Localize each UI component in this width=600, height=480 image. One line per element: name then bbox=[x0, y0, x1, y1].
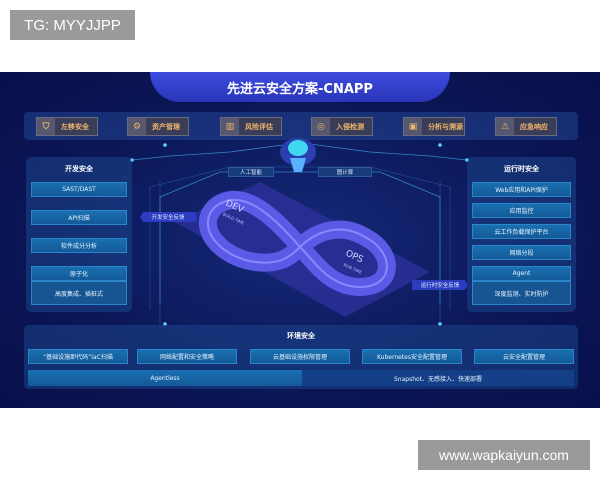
capability-intrusion-detection[interactable]: ◎ 入侵检测 bbox=[311, 117, 373, 136]
env-item[interactable]: Kubernetes安全配置管理 bbox=[362, 349, 462, 364]
panel-title: 环境安全 bbox=[287, 332, 315, 340]
runtime-item[interactable]: 深度监测、实时防护 bbox=[472, 281, 571, 305]
dev-item[interactable]: API扫描 bbox=[31, 210, 127, 225]
watermark-bottom-right: www.wapkaiyun.com bbox=[418, 440, 590, 470]
ai-label: 人工智能 bbox=[228, 167, 274, 177]
capability-label: 应急响应 bbox=[520, 122, 548, 131]
runtime-security-panel: 运行时安全 Web应用和API保护 应用监控 云工作负载保护平台 网络分段 Ag… bbox=[467, 157, 576, 312]
ops-feedback-tag: 运行时安全反馈 bbox=[412, 280, 468, 290]
devops-infinity-loop bbox=[198, 190, 396, 296]
runtime-item[interactable]: 应用监控 bbox=[472, 203, 571, 218]
env-item[interactable]: 网络配置和安全策略 bbox=[137, 349, 237, 364]
connector-lines bbox=[130, 138, 469, 326]
watermark-top-left: TG: MYYJJPP bbox=[10, 10, 135, 40]
runtime-item[interactable]: Agent bbox=[472, 266, 571, 281]
capability-shift-left[interactable]: ⛉ 左移安全 bbox=[36, 117, 98, 136]
dev-feedback-tag: 开发安全反馈 bbox=[140, 212, 196, 222]
capability-label: 左移安全 bbox=[61, 122, 89, 131]
shield-arrow-icon: ⛉ bbox=[37, 118, 55, 135]
ai-brain-icon bbox=[288, 140, 308, 156]
gear-icon: ⚙ bbox=[128, 118, 146, 135]
snapshot-bar[interactable]: Snapshot、无感接入、快速部署 bbox=[302, 370, 574, 386]
monitor-icon: ▣ bbox=[404, 118, 422, 135]
agentless-bar[interactable]: Agentless bbox=[28, 370, 302, 386]
panel-title: 运行时安全 bbox=[504, 165, 539, 173]
env-item[interactable]: 云基础设施权限管理 bbox=[250, 349, 350, 364]
capability-label: 风险评估 bbox=[245, 122, 273, 131]
panel-title: 开发安全 bbox=[65, 165, 93, 173]
capability-asset-management[interactable]: ⚙ 资产管理 bbox=[127, 117, 189, 136]
capability-label: 入侵检测 bbox=[336, 122, 364, 131]
alarm-icon: ⚠ bbox=[496, 118, 514, 135]
page-title: 先进云安全方案-CNAPP bbox=[150, 72, 450, 102]
chart-icon: ▥ bbox=[221, 118, 239, 135]
dev-item[interactable]: 原子化 bbox=[31, 266, 127, 281]
capability-risk-assessment[interactable]: ▥ 风险评估 bbox=[220, 117, 282, 136]
dev-item[interactable]: 软件成分分析 bbox=[31, 238, 127, 253]
radar-icon: ◎ bbox=[312, 118, 330, 135]
runtime-item[interactable]: Web应用和API保护 bbox=[472, 182, 571, 197]
dev-security-panel: 开发安全 SAST/DAST API扫描 软件成分分析 原子化 高度集成、插桩式 bbox=[26, 157, 132, 312]
capability-label: 资产管理 bbox=[152, 122, 180, 131]
dev-item[interactable]: 高度集成、插桩式 bbox=[31, 281, 127, 305]
runtime-item[interactable]: 网络分段 bbox=[472, 245, 571, 260]
capability-label: 分析与溯源 bbox=[428, 122, 463, 131]
capability-row: ⛉ 左移安全 ⚙ 资产管理 ▥ 风险评估 ◎ 入侵检测 ▣ 分析与溯源 ⚠ 应急响应 bbox=[24, 112, 578, 140]
env-item[interactable]: 云安全配置管理 bbox=[474, 349, 574, 364]
capability-incident-response[interactable]: ⚠ 应急响应 bbox=[495, 117, 557, 136]
env-item[interactable]: “基础设施即代码”IaC扫描 bbox=[28, 349, 128, 364]
runtime-item[interactable]: 云工作负载保护平台 bbox=[472, 224, 571, 239]
env-security-panel: 环境安全 “基础设施即代码”IaC扫描 网络配置和安全策略 云基础设施权限管理 … bbox=[24, 325, 578, 389]
graph-computing-label: 图计算 bbox=[318, 167, 372, 177]
dev-item[interactable]: SAST/DAST bbox=[31, 182, 127, 197]
cnapp-diagram: 先进云安全方案-CNAPP ⛉ 左移安全 ⚙ 资产管理 ▥ 风险评估 ◎ 入侵检测 ▣ 分… bbox=[0, 72, 600, 408]
capability-analysis-tracing[interactable]: ▣ 分析与溯源 bbox=[403, 117, 465, 136]
